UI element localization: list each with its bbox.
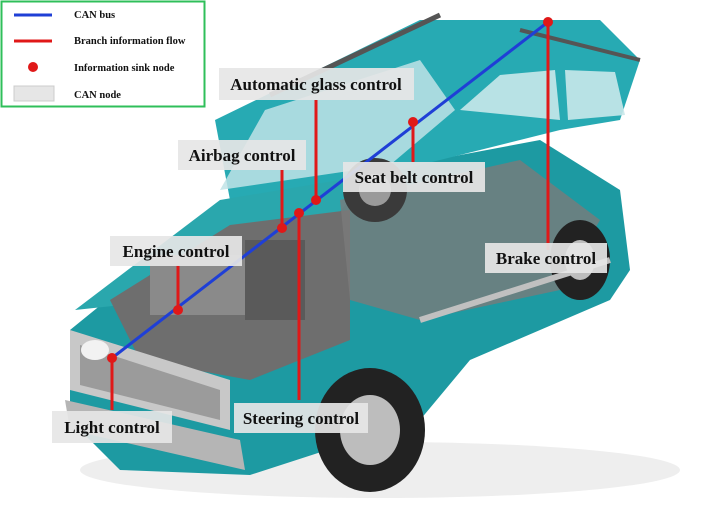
sink-node [277, 223, 287, 233]
node-automatic-glass-control: Automatic glass control [219, 68, 414, 100]
sink-node [543, 17, 553, 27]
legend-label: CAN bus [74, 10, 115, 21]
sink-node [294, 208, 304, 218]
legend-sink-swatch [28, 62, 38, 72]
node-label: Airbag control [189, 146, 296, 165]
node-label: Light control [64, 418, 160, 437]
legend: CAN bus Branch information flow Informat… [0, 0, 206, 108]
sink-nodes [107, 17, 553, 363]
sink-node [173, 305, 183, 315]
node-engine-control: Engine control [110, 236, 242, 266]
sink-node [408, 117, 418, 127]
sink-node [311, 195, 321, 205]
node-light-control: Light control [52, 411, 172, 443]
node-label: Seat belt control [355, 168, 474, 187]
node-label: Engine control [123, 242, 230, 261]
legend-label: Branch information flow [74, 36, 186, 47]
legend-node-swatch [13, 85, 55, 102]
node-airbag-control: Airbag control [178, 140, 306, 170]
legend-label: Information sink node [74, 63, 175, 74]
node-brake-control: Brake control [485, 243, 607, 273]
sink-node [107, 353, 117, 363]
node-steering-control: Steering control [234, 403, 368, 433]
node-seat-belt-control: Seat belt control [343, 162, 485, 192]
node-label: Steering control [243, 409, 360, 428]
legend-label: CAN node [74, 90, 121, 101]
branch-lines [110, 22, 550, 410]
can-bus-line [111, 20, 549, 360]
node-label: Brake control [496, 249, 597, 268]
node-label: Automatic glass control [230, 75, 402, 94]
